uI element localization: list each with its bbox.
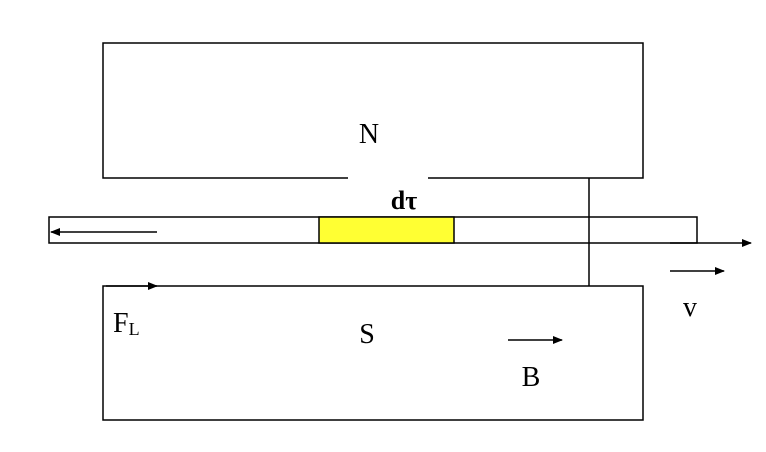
field-b-label: B	[522, 362, 541, 393]
lorentz-force-label: FL	[113, 308, 140, 339]
south-pole-block	[102, 285, 644, 421]
volume-element	[318, 216, 455, 244]
north-pole-block	[102, 42, 644, 179]
south-pole-label: S	[359, 319, 375, 350]
volume-element-label: dτ	[391, 186, 417, 215]
north-pole-label: N	[359, 119, 379, 150]
velocity-label: v	[683, 292, 697, 323]
